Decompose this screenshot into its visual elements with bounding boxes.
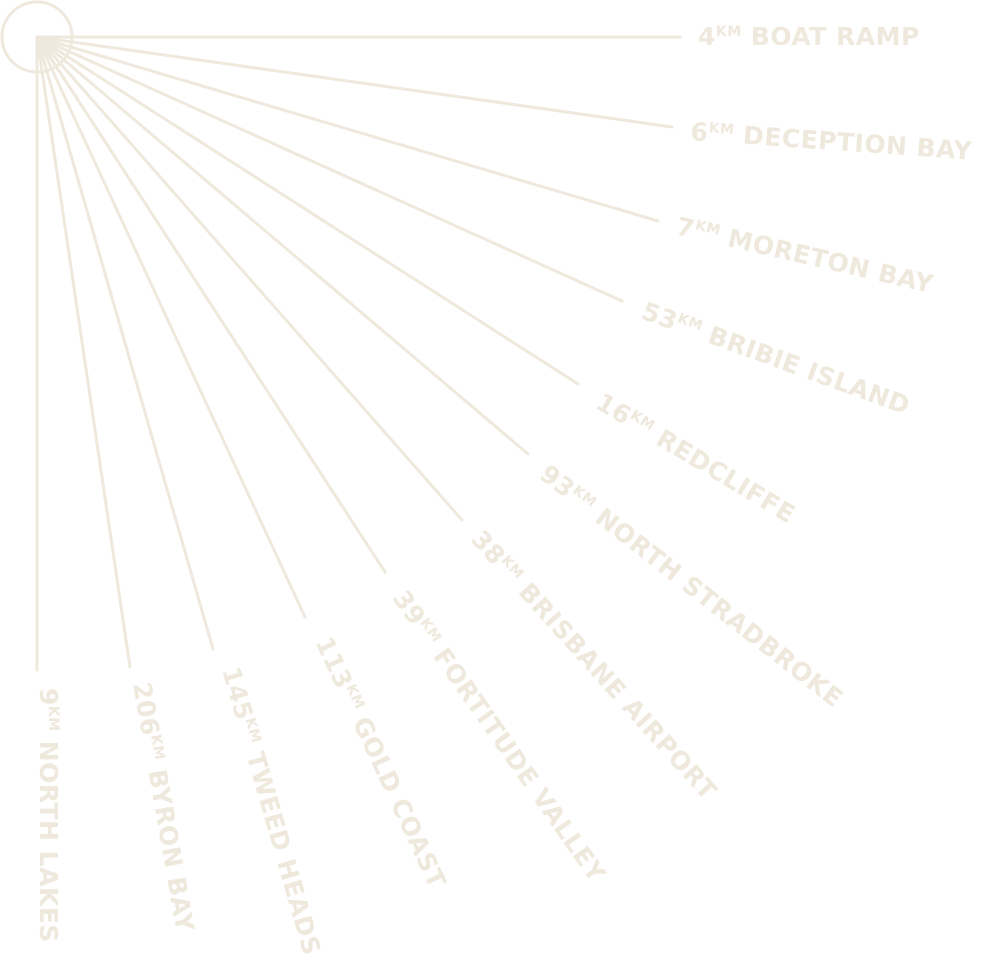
- destination-label: 53KMBRIBIE ISLAND: [638, 296, 914, 420]
- distance-value: 206: [127, 680, 165, 738]
- ray-line: [35, 35, 464, 522]
- ray-line: [35, 35, 624, 303]
- distance-unit: KM: [675, 311, 705, 335]
- place-name: TWEED HEADS: [241, 749, 327, 959]
- place-name: DECEPTION BAY: [742, 121, 973, 166]
- destination-label: 113KMGOLD COAST: [310, 632, 452, 893]
- distance-value: 145: [216, 664, 259, 724]
- distance-value: 4: [698, 22, 716, 51]
- distance-unit: KM: [147, 733, 167, 761]
- ray-line: [35, 35, 674, 129]
- place-name: GOLD COAST: [347, 712, 452, 892]
- ray-line: [35, 35, 132, 669]
- destination-label: 16KMREDCLIFFE: [591, 387, 800, 529]
- ray-line: [35, 35, 215, 651]
- place-name: MORETON BAY: [725, 223, 937, 299]
- distance-value: 6: [690, 117, 710, 147]
- distance-unit: KM: [708, 120, 735, 138]
- distance-value: 9: [34, 688, 63, 706]
- distance-unit: KM: [45, 706, 61, 732]
- place-name: BOAT RAMP: [751, 22, 920, 51]
- ray-line: [35, 35, 387, 574]
- destination-label: 206KM BYRON BAY: [127, 680, 200, 935]
- destination-label: 9KM NORTH LAKES: [34, 688, 63, 943]
- ray-line: [35, 35, 580, 386]
- distance-value: 53: [638, 296, 682, 335]
- destination-label: 6KM DECEPTION BAY: [690, 117, 974, 166]
- destination-label: 93KMNORTH STRADBROKE: [534, 459, 848, 713]
- destination-label: 4KM BOAT RAMP: [698, 22, 920, 51]
- place-name: NORTH LAKES: [34, 741, 63, 943]
- place-name: BRIBIE ISLAND: [704, 321, 914, 421]
- distance-value: 16: [591, 387, 637, 430]
- place-name: BYRON BAY: [142, 767, 199, 934]
- distance-unit: KM: [342, 682, 367, 712]
- ray-line: [35, 35, 307, 619]
- distance-unit: KM: [694, 218, 723, 239]
- distance-unit: KM: [716, 24, 742, 40]
- place-name: REDCLIFFE: [651, 424, 800, 529]
- ray-group: [35, 35, 682, 672]
- distance-unit: KM: [242, 716, 264, 745]
- destination-label: 145KM TWEED HEADS: [216, 664, 326, 959]
- place-name: FORTITUDE VALLEY: [428, 643, 612, 888]
- ray-line: [35, 35, 660, 223]
- distance-value: 7: [674, 212, 698, 244]
- ray-line: [35, 35, 530, 456]
- place-name: BRISBANE AIRPORT: [513, 577, 723, 806]
